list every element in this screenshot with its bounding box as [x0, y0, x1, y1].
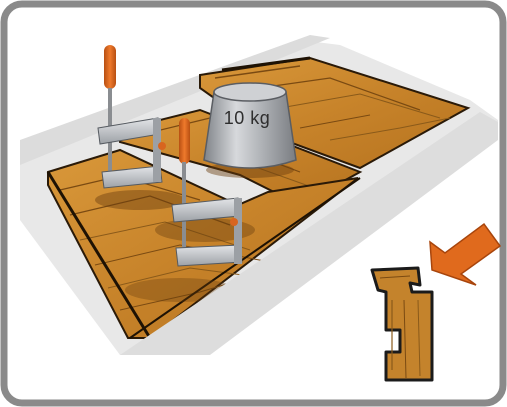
weight-icon: [204, 83, 296, 178]
